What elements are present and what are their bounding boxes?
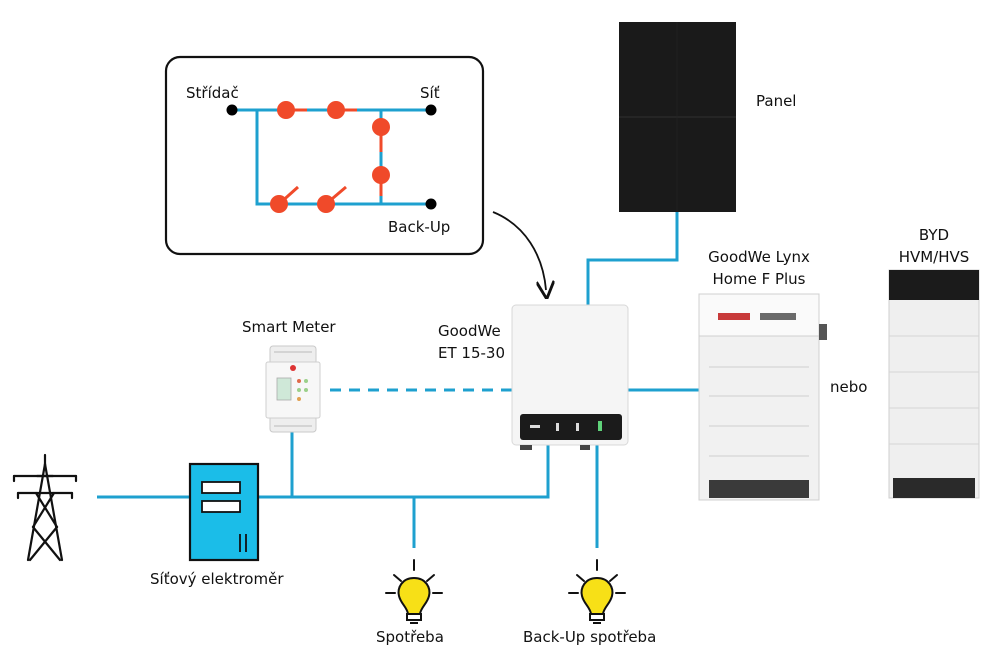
meter-to-bus-line: [258, 445, 550, 499]
byd-battery-icon: [888, 269, 980, 499]
inset-grid-label: Síť: [420, 84, 440, 102]
consumption-label: Spotřeba: [376, 628, 444, 646]
bulb-icon: [385, 559, 443, 624]
byd-label-line1: BYD: [918, 226, 950, 244]
backup-consumption-label: Back-Up spotřeba: [523, 628, 657, 646]
smart-meter-icon: [265, 345, 321, 433]
or-label: nebo: [830, 378, 868, 396]
inverter-label-line1: GoodWe: [438, 322, 501, 340]
inverter-label: GoodWe ET 15-30: [438, 320, 505, 364]
smart-meter-label: Smart Meter: [242, 318, 336, 336]
grid-node: [425, 104, 437, 116]
battery-icon: [698, 293, 827, 501]
grid-meter-label: Síťový elektroměr: [150, 570, 284, 588]
lynx-label-line1: GoodWe Lynx: [708, 248, 810, 266]
wiring: [97, 212, 706, 548]
backup-node: [425, 198, 437, 210]
inverter-node: [226, 104, 238, 116]
inset-inverter-label: Střídač: [186, 84, 239, 102]
panel-label: Panel: [756, 92, 797, 110]
callout-arrow: [492, 211, 546, 290]
backup-bulb-icon: [568, 559, 626, 624]
inverter-icon: [511, 304, 629, 450]
byd-label-line2: HVM/HVS: [898, 248, 970, 266]
panel-line: [586, 212, 679, 308]
lynx-battery-label: GoodWe Lynx Home F Plus: [692, 246, 826, 290]
byd-battery-label: BYD HVM/HVS: [880, 224, 988, 268]
solar-panel-icon: [619, 22, 736, 212]
grid-meter-icon: [188, 462, 260, 562]
lynx-label-line2: Home F Plus: [712, 270, 806, 288]
transmission-tower-icon: [12, 453, 78, 562]
inverter-label-line2: ET 15-30: [438, 344, 505, 362]
inset-schematic: [164, 55, 485, 256]
inset-backup-label: Back-Up: [388, 218, 451, 236]
